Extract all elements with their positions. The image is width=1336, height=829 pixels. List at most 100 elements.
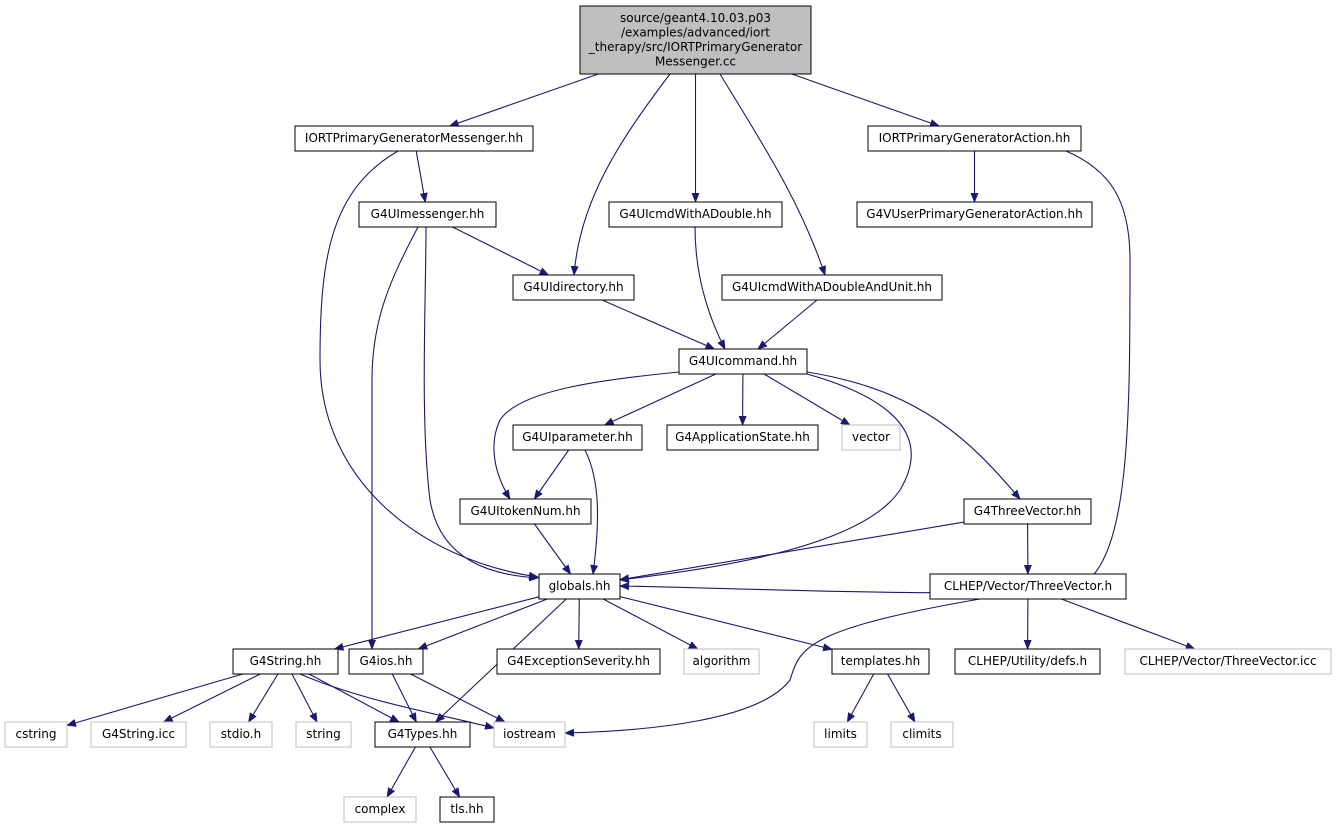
edge-clhep_tv-to-tv_icc <box>1061 598 1196 650</box>
node-label-string: string <box>306 727 340 741</box>
file-nodes: source/geant4.10.03.p03/examples/advance… <box>4 5 1332 823</box>
node-box-vector <box>841 424 901 451</box>
node-box-cmd_double <box>608 201 783 228</box>
node-string[interactable]: string <box>295 721 352 748</box>
edge-uiparameter-to-globals <box>584 449 599 575</box>
node-box-excsev <box>496 648 661 675</box>
node-label-globals: globals.hh <box>549 579 611 593</box>
node-label-g4string: G4String.hh <box>250 654 322 668</box>
node-box-types <box>374 721 471 748</box>
node-label-uidirectory: G4UIdirectory.hh <box>523 280 623 294</box>
node-iostream[interactable]: iostream <box>493 721 566 748</box>
node-algorithm[interactable]: algorithm <box>683 648 760 675</box>
edge-uimessenger-to-uidirectory <box>452 226 550 276</box>
edge-root-to-uidirectory <box>570 73 671 276</box>
node-limits[interactable]: limits <box>813 721 868 748</box>
node-label-cmd_unit: G4UIcmdWithADoubleAndUnit.hh <box>732 280 932 294</box>
edge-root-to-act_hh <box>791 73 941 127</box>
edge-globals-to-templates <box>619 596 833 652</box>
edge-templates-to-limits <box>846 673 875 723</box>
node-label-vuser: G4VUserPrimaryGeneratorAction.hh <box>866 207 1082 221</box>
node-cmd_unit[interactable]: G4UIcmdWithADoubleAndUnit.hh <box>721 274 943 301</box>
node-appstate[interactable]: G4ApplicationState.hh <box>666 424 819 451</box>
node-tokennum[interactable]: G4UItokenNum.hh <box>459 498 592 525</box>
node-defs[interactable]: CLHEP/Utility/defs.h <box>954 648 1101 675</box>
edge-g4string-to-string <box>291 673 318 723</box>
edge-threevector-to-globals <box>619 521 965 583</box>
node-threevector[interactable]: G4ThreeVector.hh <box>963 498 1092 525</box>
node-label-tokennum: G4UItokenNum.hh <box>470 504 580 518</box>
node-root[interactable]: source/geant4.10.03.p03/examples/advance… <box>579 5 812 75</box>
node-vuser[interactable]: G4VUserPrimaryGeneratorAction.hh <box>856 201 1093 228</box>
node-label-uimessenger: G4UImessenger.hh <box>371 207 485 221</box>
node-msg_hh[interactable]: IORTPrimaryGeneratorMessenger.hh <box>294 125 534 152</box>
edge-uicommand-to-uiparameter <box>603 373 717 426</box>
node-types[interactable]: G4Types.hh <box>374 721 471 748</box>
node-cmd_double[interactable]: G4UIcmdWithADouble.hh <box>608 201 783 228</box>
node-vector[interactable]: vector <box>841 424 901 451</box>
node-excsev[interactable]: G4ExceptionSeverity.hh <box>496 648 661 675</box>
edge-tokennum-to-globals <box>534 523 572 575</box>
edge-g4string-to-cstring <box>66 673 243 727</box>
node-box-tokennum <box>459 498 592 525</box>
node-box-uimessenger <box>358 201 497 228</box>
edge-act_hh-to-globals <box>619 150 1131 594</box>
node-box-vuser <box>856 201 1093 228</box>
edge-uidirectory-to-uicommand <box>601 299 716 350</box>
node-box-clhep_tv <box>929 573 1127 600</box>
edge-types-to-tls <box>429 746 461 798</box>
node-box-globals <box>538 573 621 600</box>
node-complex[interactable]: complex <box>343 796 417 823</box>
edge-uicommand-to-globals <box>619 373 912 583</box>
node-label-tv_icc: CLHEP/Vector/ThreeVector.icc <box>1139 654 1316 668</box>
node-box-cstring <box>4 721 68 748</box>
node-label-cstring: cstring <box>15 727 56 741</box>
node-box-complex <box>343 796 417 823</box>
node-label-cmd_double: G4UIcmdWithADouble.hh <box>619 207 771 221</box>
node-tv_icc[interactable]: CLHEP/Vector/ThreeVector.icc <box>1124 648 1332 675</box>
node-box-algorithm <box>683 648 760 675</box>
node-act_hh[interactable]: IORTPrimaryGeneratorAction.hh <box>867 125 1082 152</box>
node-label-vector: vector <box>852 430 890 444</box>
node-g4ios[interactable]: G4ios.hh <box>348 648 424 675</box>
edge-uimessenger-to-globals <box>423 226 539 582</box>
node-label-uicommand: G4UIcommand.hh <box>689 354 797 368</box>
node-box-limits <box>813 721 868 748</box>
node-clhep_tv[interactable]: CLHEP/Vector/ThreeVector.h <box>929 573 1127 600</box>
edge-g4string-to-stdio <box>248 673 279 723</box>
edge-uiparameter-to-tokennum <box>533 449 570 500</box>
node-uidirectory[interactable]: G4UIdirectory.hh <box>512 274 635 301</box>
node-box-cmd_unit <box>721 274 943 301</box>
node-uicommand[interactable]: G4UIcommand.hh <box>678 348 808 375</box>
node-string_icc[interactable]: G4String.icc <box>90 721 187 748</box>
node-templates[interactable]: templates.hh <box>831 648 930 675</box>
edge-g4string-to-types <box>308 673 400 723</box>
node-globals[interactable]: globals.hh <box>538 573 621 600</box>
node-label-types: G4Types.hh <box>388 727 458 741</box>
edge-globals-to-algorithm <box>602 598 699 650</box>
edge-g4ios-to-types <box>391 673 417 723</box>
node-box-tls <box>439 796 495 823</box>
node-label-root: Messenger.cc <box>655 54 736 68</box>
node-label-climits: climits <box>902 727 941 741</box>
node-label-defs: CLHEP/Utility/defs.h <box>968 654 1087 668</box>
node-cstring[interactable]: cstring <box>4 721 68 748</box>
node-climits[interactable]: climits <box>890 721 954 748</box>
node-box-uidirectory <box>512 274 635 301</box>
node-label-limits: limits <box>824 727 857 741</box>
node-uiparameter[interactable]: G4UIparameter.hh <box>512 424 643 451</box>
node-g4string[interactable]: G4String.hh <box>232 648 339 675</box>
node-label-root: source/geant4.10.03.p03 <box>620 11 771 25</box>
node-tls[interactable]: tls.hh <box>439 796 495 823</box>
edge-cmd_unit-to-uicommand <box>757 299 818 350</box>
node-label-threevector: G4ThreeVector.hh <box>974 504 1081 518</box>
node-box-g4ios <box>348 648 424 675</box>
node-stdio[interactable]: stdio.h <box>209 721 273 748</box>
edge-msg_hh-to-globals <box>319 150 539 580</box>
node-box-stdio <box>209 721 273 748</box>
node-uimessenger[interactable]: G4UImessenger.hh <box>358 201 497 228</box>
node-box-root <box>579 5 812 75</box>
node-label-clhep_tv: CLHEP/Vector/ThreeVector.h <box>944 579 1112 593</box>
edge-clhep_tv-to-iostream <box>564 598 981 737</box>
edge-msg_hh-to-uimessenger <box>415 150 428 203</box>
